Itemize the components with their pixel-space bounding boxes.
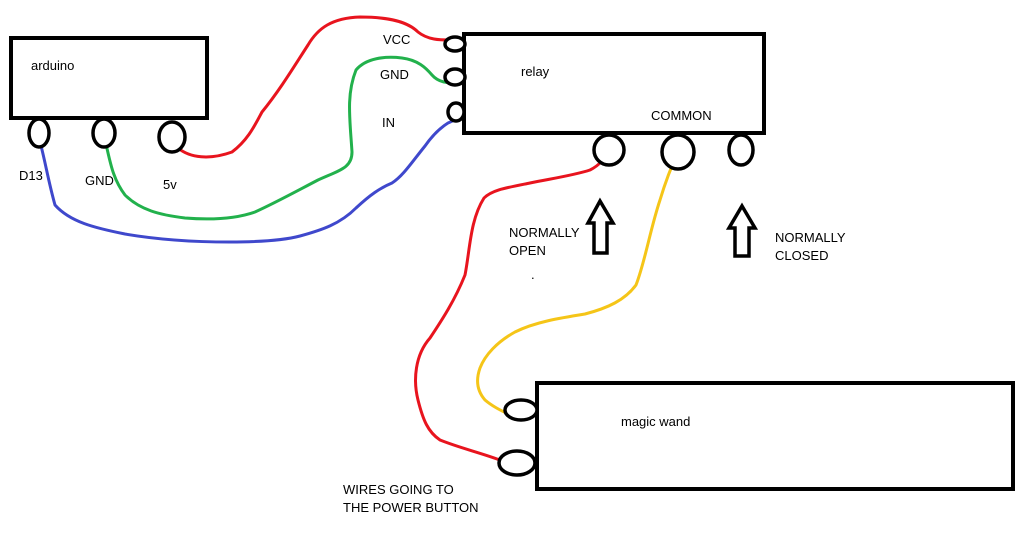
wire-gnd-to-gnd xyxy=(103,55,460,221)
relay-pin-vcc-label: VCC xyxy=(383,32,410,47)
relay-pin-common xyxy=(660,133,696,171)
magic-wand-label: magic wand xyxy=(621,414,690,429)
stray-dot: . xyxy=(531,267,535,282)
arrow-up-normally-closed-icon xyxy=(725,202,759,258)
power-button-note-line1: WIRES GOING TO xyxy=(343,482,454,497)
arduino-label: arduino xyxy=(31,58,74,73)
arduino-pin-gnd-label: GND xyxy=(85,173,114,188)
arduino-pin-5v-label: 5v xyxy=(163,177,177,192)
arduino-box xyxy=(9,36,209,120)
normally-closed-label-line2: CLOSED xyxy=(775,248,828,263)
relay-pin-gnd xyxy=(443,67,467,87)
relay-pin-in xyxy=(446,101,466,123)
wand-pin-bottom xyxy=(497,449,537,477)
normally-open-label-line1: NORMALLY xyxy=(509,225,580,240)
wire-common-to-wand xyxy=(476,150,680,416)
wire-5v-to-vcc xyxy=(176,15,452,159)
arduino-pin-d13-label: D13 xyxy=(19,168,43,183)
magic-wand-box xyxy=(535,381,1015,491)
relay-pin-gnd-label: GND xyxy=(380,67,409,82)
relay-common-label: COMMON xyxy=(651,108,712,123)
arrow-up-normally-open-icon xyxy=(585,197,617,255)
wand-pin-top xyxy=(503,398,539,422)
power-button-note-line2: THE POWER BUTTON xyxy=(343,500,479,515)
relay-label: relay xyxy=(521,64,550,79)
relay-pin-normally-open xyxy=(592,133,626,167)
arduino-pin-5v xyxy=(157,120,187,154)
relay-pin-in-label: IN xyxy=(382,115,395,130)
wire-normally-open-to-wand xyxy=(414,146,612,462)
relay-pin-vcc xyxy=(443,35,467,53)
relay-box xyxy=(462,32,766,135)
arduino-pin-gnd xyxy=(91,117,117,149)
arduino-pin-d13 xyxy=(27,117,51,149)
relay-pin-normally-closed xyxy=(727,133,755,167)
wire-d13-to-in xyxy=(38,112,462,244)
normally-open-label-line2: OPEN xyxy=(509,243,546,258)
normally-closed-label-line1: NORMALLY xyxy=(775,230,846,245)
